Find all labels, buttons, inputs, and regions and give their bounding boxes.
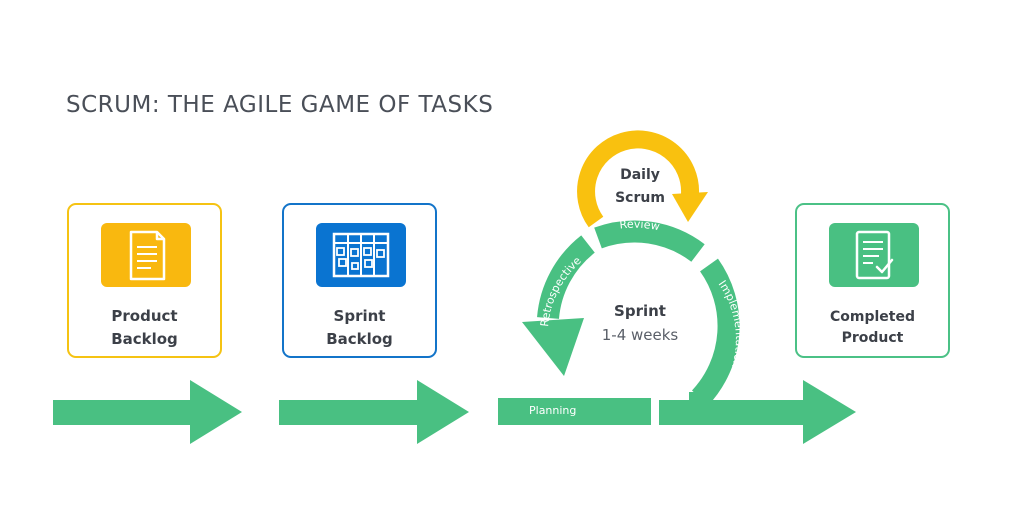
implementation-tail	[689, 392, 712, 412]
daily-scrum-line1: Daily	[620, 167, 660, 183]
daily-scrum-line2: Scrum	[615, 190, 665, 206]
planning-label: Planning	[529, 404, 576, 417]
retrospective-arrowhead	[522, 318, 584, 376]
flow-arrow-1	[53, 380, 242, 444]
retrospective-segment	[537, 235, 596, 320]
flow-arrow-4	[659, 380, 856, 444]
implementation-segment	[691, 258, 740, 406]
flow-arrow-2	[279, 380, 469, 444]
sprint-backlog-card: Sprint Backlog	[282, 203, 437, 358]
sprint-backlog-label: Sprint Backlog	[326, 307, 393, 348]
daily-scrum-loop	[577, 130, 700, 228]
planning-bar	[498, 398, 651, 425]
review-label: Review	[619, 218, 661, 234]
sprint-title: Sprint	[614, 302, 666, 320]
product-backlog-card: Product Backlog	[67, 203, 222, 358]
completed-product-label: Completed Product	[829, 309, 915, 346]
page-title: SCRUM: THE AGILE GAME OF TASKS	[66, 92, 494, 118]
kanban-board-icon	[316, 223, 406, 287]
review-segment	[594, 220, 705, 262]
daily-scrum-arrowhead	[672, 192, 708, 222]
product-backlog-label: Product Backlog	[111, 307, 178, 348]
completed-product-card: Completed Product	[795, 203, 950, 358]
document-icon	[101, 223, 191, 287]
sprint-duration: 1-4 weeks	[601, 326, 679, 344]
checklist-icon	[829, 223, 919, 287]
